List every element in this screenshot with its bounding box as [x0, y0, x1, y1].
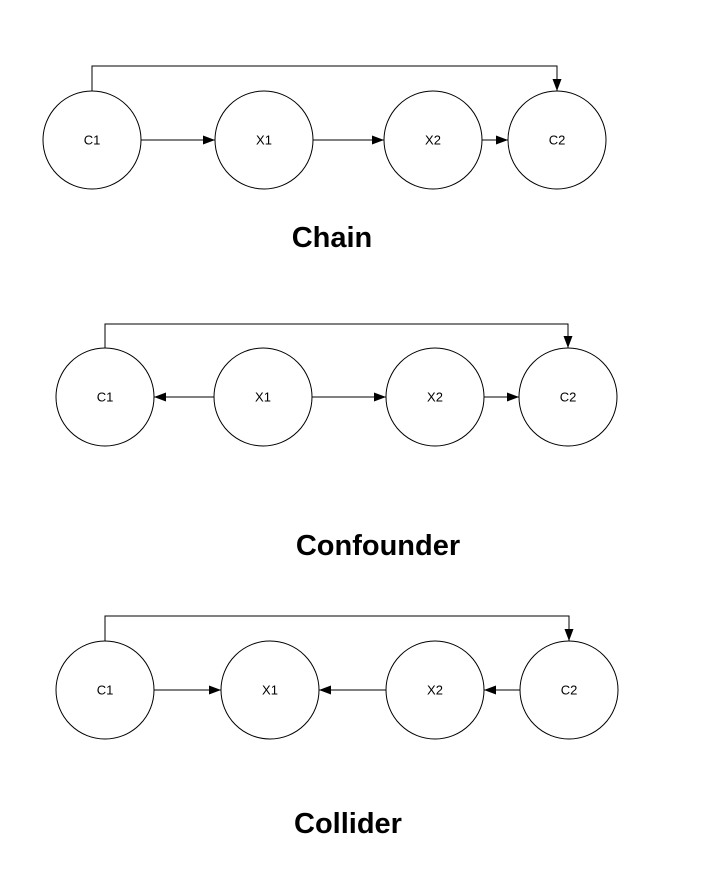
node-C2-label: C2 [561, 683, 578, 698]
node-C2-circle [507, 90, 607, 190]
node-X1-label: X1 [255, 390, 271, 405]
node-C2-label: C2 [560, 390, 577, 405]
arc-C1-to-C2-arrow [91, 65, 562, 91]
arc-C1-to-C2-arrow [104, 615, 574, 641]
node-C1-circle [55, 640, 155, 740]
node-X1-circle [220, 640, 320, 740]
diagram-title-collider: Collider [294, 808, 402, 840]
node-C2-circle [519, 640, 619, 740]
node-X1-label: X1 [262, 683, 278, 698]
node-C1-label: C1 [97, 683, 114, 698]
node-C1-label: C1 [84, 133, 101, 148]
node-C2-circle [518, 347, 618, 447]
node-C1-label: C1 [97, 390, 114, 405]
node-X1-circle [213, 347, 313, 447]
node-C2-label: C2 [549, 133, 566, 148]
diagram-title-chain: Chain [292, 222, 373, 254]
node-X2-label: X2 [427, 390, 443, 405]
arc-C1-to-C2-arrow [104, 323, 573, 348]
node-X2-label: X2 [427, 683, 443, 698]
node-X2-circle [385, 347, 485, 447]
diagram-title-confounder: Confounder [296, 530, 460, 562]
node-X2-circle [383, 90, 483, 190]
node-X1-label: X1 [256, 133, 272, 148]
node-X2-circle [385, 640, 485, 740]
node-X1-circle [214, 90, 314, 190]
node-C1-circle [55, 347, 155, 447]
node-C1-circle [42, 90, 142, 190]
node-X2-label: X2 [425, 133, 441, 148]
